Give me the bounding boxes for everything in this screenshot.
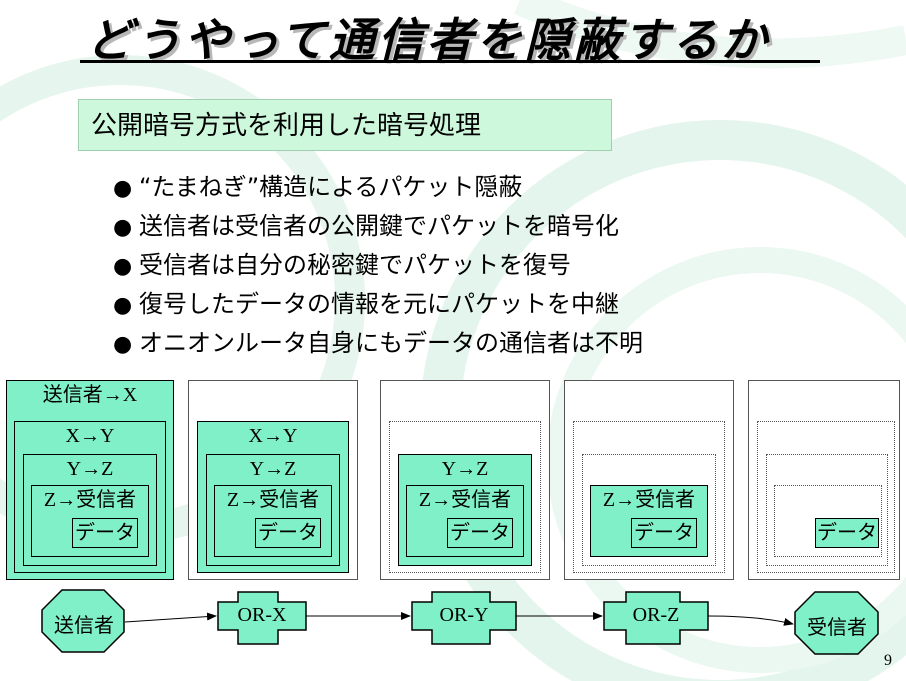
- bullet-text: 送信者は受信者の公開鍵でパケットを暗号化: [139, 212, 619, 240]
- packet-3-layer-y-z: Y→Z Z→受信者 データ: [398, 454, 532, 566]
- packet-4-empty-layer: Z→受信者 データ: [573, 421, 725, 573]
- arrow-sender-to-or-x: [124, 612, 217, 623]
- receiver-node: [794, 591, 879, 655]
- or-z-node: [603, 591, 709, 645]
- packet-2-layer-y-z: Y→Z Z→受信者 データ: [206, 454, 340, 566]
- bullet-item: ●送信者は受信者の公開鍵でパケットを暗号化: [113, 207, 643, 246]
- bullet-text: オニオンルータ自身にもデータの通信者は不明: [139, 329, 643, 357]
- or-x-label: OR-X: [237, 604, 287, 626]
- layer-label: Z→受信者: [226, 489, 320, 511]
- packet-1-layer-z-receiver: Z→受信者 データ: [31, 485, 149, 557]
- packet-2-data: データ: [255, 518, 321, 548]
- sender-label: 送信者: [54, 615, 114, 637]
- bullet-mark: ●: [113, 176, 133, 201]
- layer-label: Y→Z: [66, 458, 114, 480]
- arrow-or-z-to-receiver: [707, 615, 794, 626]
- packet-1-layer-y-z: Y→Z Z→受信者 データ: [23, 454, 157, 566]
- bullet-mark: ●: [113, 215, 133, 240]
- packet-2-layer-x-y: X→Y Y→Z Z→受信者 データ: [197, 421, 349, 573]
- packet-4-empty-inner-layer: Z→受信者 データ: [582, 454, 716, 566]
- or-x-node: [217, 591, 307, 645]
- subtitle-box: 公開暗号方式を利用した暗号処理: [78, 99, 612, 151]
- receiver-label: 受信者: [807, 617, 867, 639]
- bullet-mark: ●: [113, 332, 133, 357]
- layer-label: 送信者→X: [42, 384, 138, 406]
- packet-3-data: データ: [447, 518, 513, 548]
- packet-5-data: データ: [815, 518, 879, 548]
- slide-title: どうやって通信者を隠蔽するか: [86, 13, 770, 67]
- bullet-item: ●受信者は自分の秘密鍵でパケットを復号: [113, 246, 643, 285]
- layer-label: X→Y: [65, 425, 115, 447]
- or-z-label: OR-Z: [632, 604, 680, 626]
- packet-2-layer-z-receiver: Z→受信者 データ: [214, 485, 332, 557]
- layer-label: Y→Z: [441, 458, 489, 480]
- bullet-item: ●復号したデータの情報を元にパケットを中継: [113, 285, 643, 324]
- packet-3-frame: Y→Z Z→受信者 データ: [380, 380, 550, 580]
- layer-label: Z→受信者: [43, 489, 137, 511]
- packet-3-layer-z-receiver: Z→受信者 データ: [406, 485, 524, 557]
- packet-5-frame: データ: [748, 380, 900, 580]
- layer-label: Y→Z: [249, 458, 297, 480]
- bullet-mark: ●: [113, 254, 133, 279]
- or-y-label: OR-Y: [439, 604, 489, 626]
- bullet-text: 復号したデータの情報を元にパケットを中継: [139, 290, 619, 318]
- packet-4-frame: Z→受信者 データ: [564, 380, 734, 580]
- packet-4-layer-z-receiver: Z→受信者 データ: [590, 485, 708, 557]
- layer-label: Z→受信者: [602, 489, 696, 511]
- bullet-mark: ●: [113, 293, 133, 318]
- page-number: 9: [884, 652, 892, 669]
- packet-1-outer-layer: 送信者→X X→Y Y→Z Z→受信者 データ: [6, 380, 174, 580]
- sender-node: [41, 589, 125, 653]
- layer-label: X→Y: [248, 425, 298, 447]
- title-area: どうやって通信者を隠蔽するか: [0, 0, 906, 82]
- or-y-node: [411, 591, 517, 645]
- packet-5-empty-inner-layer: データ: [766, 454, 888, 566]
- packet-3-empty-layer: Y→Z Z→受信者 データ: [389, 421, 541, 573]
- packet-4-data: データ: [631, 518, 697, 548]
- packet-5-empty-innermost-layer: データ: [774, 485, 882, 557]
- layer-label: Z→受信者: [418, 489, 512, 511]
- bullet-list: ●“たまねぎ”構造によるパケット隠蔽 ●送信者は受信者の公開鍵でパケットを暗号化…: [113, 168, 643, 363]
- bullet-text: “たまねぎ”構造によるパケット隠蔽: [139, 173, 523, 201]
- bullet-item: ●“たまねぎ”構造によるパケット隠蔽: [113, 168, 643, 207]
- title-underline: [80, 60, 820, 63]
- bullet-item: ●オニオンルータ自身にもデータの通信者は不明: [113, 324, 643, 363]
- routing-flow-diagram: [41, 589, 879, 655]
- packet-1-layer-x-y: X→Y Y→Z Z→受信者 データ: [14, 421, 166, 573]
- bullet-text: 受信者は自分の秘密鍵でパケットを復号: [139, 251, 571, 279]
- packet-5-empty-layer: データ: [757, 421, 895, 573]
- packet-2-frame: X→Y Y→Z Z→受信者 データ: [188, 380, 358, 580]
- packet-1-data: データ: [72, 518, 138, 548]
